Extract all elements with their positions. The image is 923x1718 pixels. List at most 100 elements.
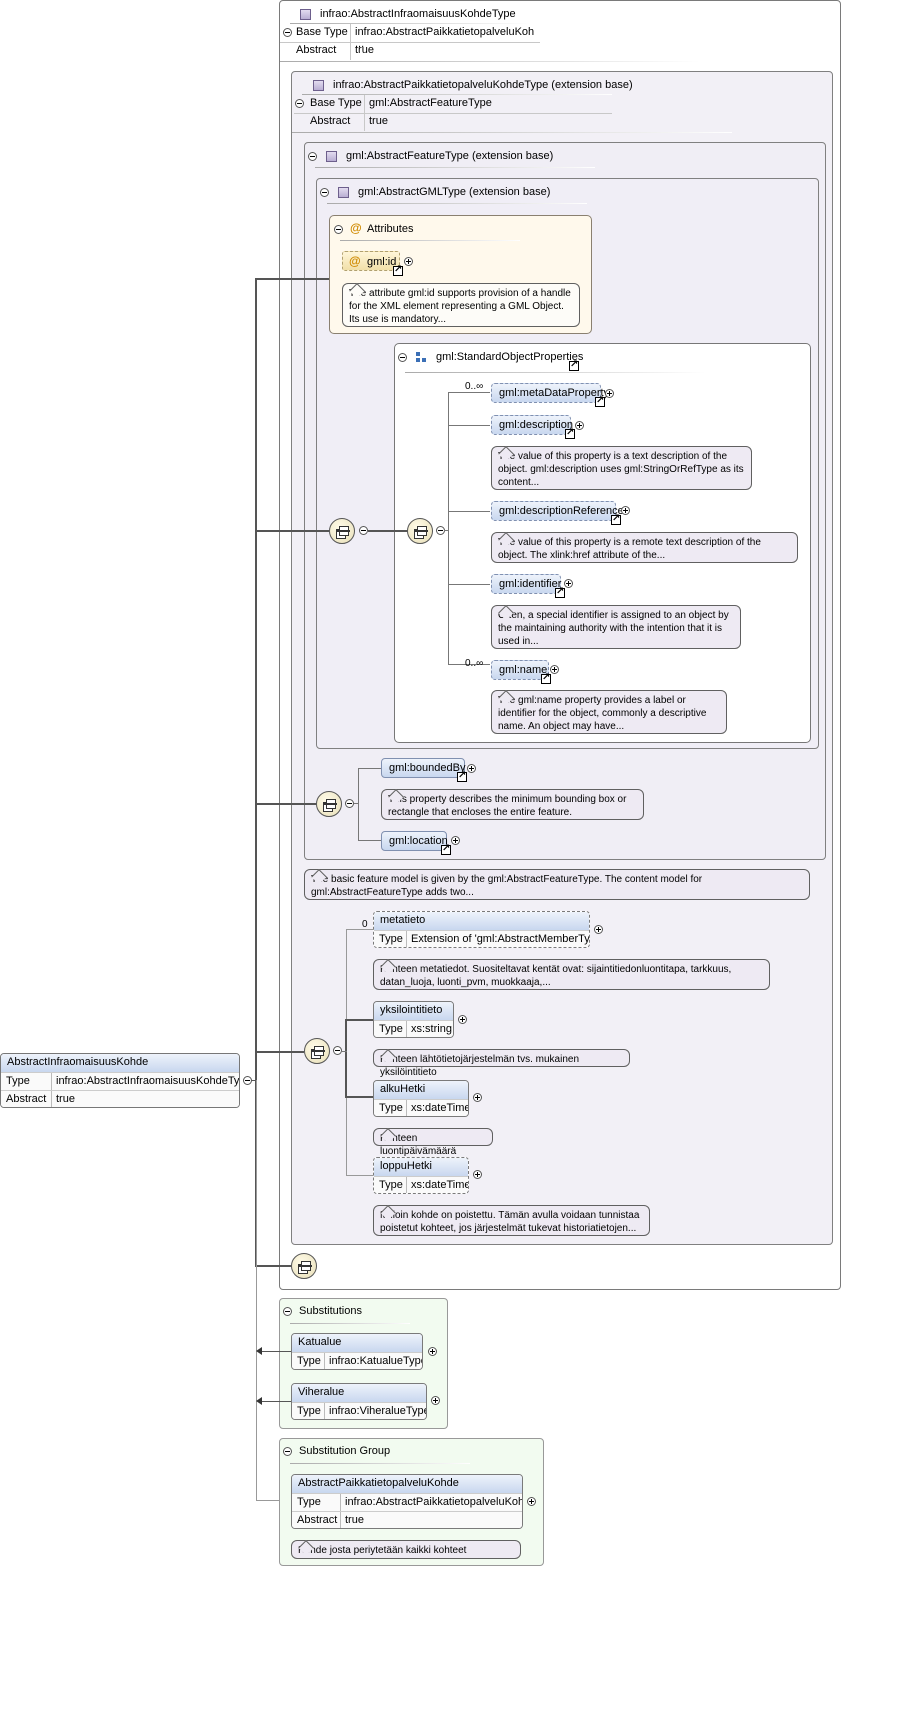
reference-link-icon[interactable] (569, 359, 579, 371)
abstract-value: true (56, 1093, 75, 1105)
expand-icon[interactable] (431, 1396, 440, 1405)
abstract-key: Abstract (297, 1514, 338, 1526)
group-icon (416, 352, 427, 363)
element-label: loppuHetki (380, 1160, 432, 1172)
multiplicity-label: 0..∞ (465, 658, 484, 669)
main-element[interactable]: AbstractInfraomaisuusKohde Type infrao:Ab… (0, 1053, 240, 1108)
ext1-type-name: infrao:AbstractPaikkatietopalveluKohdeTy… (333, 79, 633, 91)
gml-boundedby-doc: This property describes the minimum boun… (381, 789, 644, 820)
reference-link-icon[interactable] (555, 586, 565, 598)
sequence-icon[interactable] (304, 1038, 330, 1064)
collapse-icon[interactable] (283, 28, 292, 37)
yksilointitieto-doc: Kohteen lähtötietojärjestelmän tvs. muka… (373, 1049, 630, 1078)
reference-link-icon[interactable] (441, 843, 451, 855)
collapse-icon[interactable] (398, 353, 407, 362)
collapse-icon[interactable] (283, 1447, 292, 1456)
expand-icon[interactable] (473, 1093, 482, 1102)
attribute-gml-id[interactable]: @ gml:id (342, 251, 400, 271)
element-label: metatieto (380, 914, 426, 926)
gml-name-doc: The gml:name property provides a label o… (491, 690, 727, 734)
reference-link-icon[interactable] (457, 770, 467, 782)
reference-link-icon[interactable] (595, 395, 605, 407)
gml-identifier-doc: Often, a special identifier is assigned … (491, 605, 741, 649)
element-gml-descriptionreference[interactable]: gml:descriptionReference (491, 501, 624, 521)
collapse-icon[interactable] (334, 225, 343, 234)
collapse-icon[interactable] (320, 188, 329, 197)
expand-icon[interactable] (451, 836, 460, 845)
collapse-icon[interactable] (283, 1307, 292, 1316)
expand-icon[interactable] (575, 421, 584, 430)
attribute-gml-id-label: gml:id (367, 256, 397, 268)
type-value: xs:string (411, 1023, 452, 1035)
type-value: infrao:AbstractInfraomaisuusKohdeType (56, 1075, 240, 1087)
sequence-icon[interactable] (291, 1253, 317, 1279)
expand-icon[interactable] (594, 925, 603, 934)
expand-icon[interactable] (467, 764, 476, 773)
arrow-icon (256, 1347, 262, 1355)
attribute-icon: @ (349, 254, 361, 268)
expand-icon[interactable] (527, 1497, 536, 1506)
expand-icon[interactable] (428, 1347, 437, 1356)
element-gml-metadataproperty[interactable]: gml:metaDataProperty (491, 383, 609, 403)
type-key: Type (379, 1102, 403, 1114)
element-label: gml:name (499, 664, 548, 676)
expand-icon[interactable] (458, 1015, 467, 1024)
collapse-icon[interactable] (345, 799, 354, 808)
type-key: Type (297, 1405, 321, 1417)
expand-icon[interactable] (550, 665, 559, 674)
element-label: gml:location (389, 835, 448, 847)
collapse-icon[interactable] (295, 99, 304, 108)
reference-link-icon[interactable] (611, 513, 621, 525)
reference-link-icon[interactable] (393, 264, 403, 276)
type-key: Type (6, 1075, 30, 1087)
expand-icon[interactable] (621, 506, 630, 515)
element-label: gml:descriptionReference (499, 505, 624, 517)
element-label: gml:identifier (499, 578, 562, 590)
expand-icon[interactable] (605, 389, 614, 398)
element-gml-description[interactable]: gml:description (491, 415, 573, 435)
ext2-type-name: gml:AbstractFeatureType (extension base) (346, 150, 554, 162)
element-label: alkuHetki (380, 1083, 426, 1095)
type-value: xs:dateTime (411, 1179, 469, 1191)
element-metatieto[interactable]: metatieto Type Extension of 'gml:Abstract… (373, 911, 590, 948)
type-value: Extension of 'gml:AbstractMemberType' (411, 933, 590, 945)
root-type-name: infrao:AbstractInfraomaisuusKohdeType (320, 8, 516, 20)
substitution-group-title: Substitution Group (299, 1445, 391, 1457)
element-gml-identifier[interactable]: gml:identifier (491, 574, 561, 594)
sequence-icon[interactable] (329, 518, 355, 544)
element-label: yksilointitieto (380, 1004, 443, 1016)
attributes-box: @ Attributes @ gml:id The attribute gml:… (329, 215, 592, 334)
type-key: Type (379, 933, 403, 945)
element-gml-boundedby[interactable]: gml:boundedBy (381, 758, 465, 778)
element-label: gml:description (499, 419, 573, 431)
main-element-name: AbstractInfraomaisuusKohde (7, 1056, 149, 1068)
base-type-key: Base Type (310, 97, 362, 109)
collapse-icon[interactable] (359, 526, 368, 535)
expand-icon[interactable] (473, 1170, 482, 1179)
attributes-title: Attributes (367, 223, 414, 235)
element-gml-name[interactable]: gml:name (491, 660, 549, 680)
collapse-icon[interactable] (333, 1046, 342, 1055)
sequence-icon[interactable] (316, 791, 342, 817)
collapse-icon[interactable] (243, 1076, 252, 1085)
expand-icon[interactable] (404, 257, 413, 266)
collapse-icon[interactable] (308, 152, 317, 161)
element-yksilointitieto[interactable]: yksilointitieto Type xs:string (373, 1001, 454, 1038)
reference-link-icon[interactable] (565, 427, 575, 439)
element-alkuhetki[interactable]: alkuHetki Type xs:dateTime (373, 1080, 469, 1117)
multiplicity-label: 0 (362, 919, 368, 930)
type-value: xs:dateTime (411, 1102, 469, 1114)
reference-link-icon[interactable] (541, 672, 551, 684)
base-type-value: infrao:AbstractPaikkatietopalveluKoh ... (355, 26, 535, 50)
element-gml-location[interactable]: gml:location (381, 831, 448, 851)
element-label: Katualue (298, 1336, 342, 1348)
type-key: Type (379, 1023, 403, 1035)
sequence-icon[interactable] (407, 518, 433, 544)
expand-icon[interactable] (564, 579, 573, 588)
